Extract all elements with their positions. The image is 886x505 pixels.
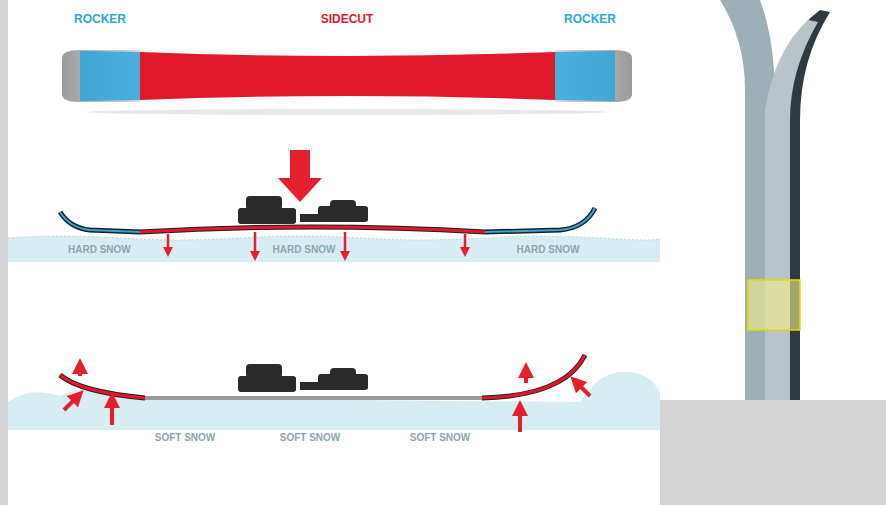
zone-label: ROCKER	[564, 12, 616, 26]
snow-label: HARD SNOW	[273, 244, 336, 255]
snow-label: HARD SNOW	[517, 244, 580, 255]
snow-label: SOFT SNOW	[155, 432, 216, 443]
snow-label: SOFT SNOW	[280, 432, 341, 443]
zone-label: SIDECUT	[321, 12, 374, 26]
snow-label: SOFT SNOW	[410, 432, 471, 443]
zone-label: ROCKER	[74, 12, 126, 26]
snow-label: HARD SNOW	[68, 244, 131, 255]
